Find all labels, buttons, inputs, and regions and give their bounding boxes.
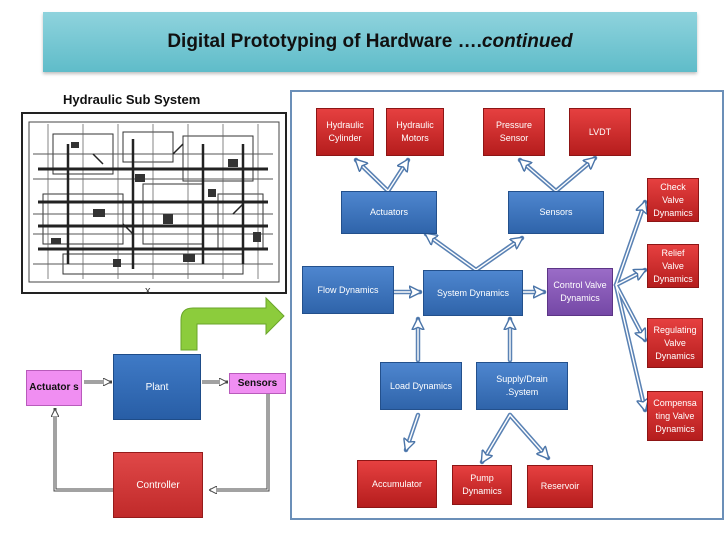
node-hydraulic-motors: Hydraulic Motors [386, 108, 444, 156]
section-subtitle: Hydraulic Sub System [63, 92, 201, 107]
node-accumulator: Accumulator [357, 460, 437, 508]
node-actuators: Actuators [341, 191, 437, 234]
node-flow-dynamics: Flow Dynamics [302, 266, 394, 314]
node-sensors: Sensors [508, 191, 604, 234]
node-regulating-valve-dynamics: Regulating Valve Dynamics [647, 318, 703, 368]
node-pressure-sensor: Pressure Sensor [483, 108, 545, 156]
block-sensors: Sensors [229, 373, 286, 394]
node-relief-valve-dynamics: Relief Valve Dynamics [647, 244, 699, 288]
green-arrow [180, 296, 285, 351]
node-pump-dynamics: Pump Dynamics [452, 465, 512, 505]
page-title: Digital Prototyping of Hardware ….contin… [167, 31, 572, 53]
title-main: Digital Prototyping of Hardware …. [167, 31, 482, 52]
node-hydraulic-cylinder: Hydraulic Cylinder [316, 108, 374, 156]
hydraulic-schematic-image [21, 112, 287, 294]
title-banner: Digital Prototyping of Hardware ….contin… [43, 12, 697, 72]
title-italic: continued [481, 31, 573, 52]
node-check-valve-dynamics: Check Valve Dynamics [647, 178, 699, 222]
block-actuator: Actuator s [26, 370, 82, 406]
node-control-valve-dynamics: Control Valve Dynamics [547, 268, 613, 316]
node-load-dynamics: Load Dynamics [380, 362, 462, 410]
node-lvdt: LVDT [569, 108, 631, 156]
node-reservoir: Reservoir [527, 465, 593, 508]
stray-mark: x [145, 285, 151, 297]
schematic-drawing [28, 121, 280, 283]
block-controller: Controller [113, 452, 203, 518]
node-supply-drain-system: Supply/Drain .System [476, 362, 568, 410]
block-plant: Plant [113, 354, 201, 420]
node-compensating-valve-dynamics: Compensa ting Valve Dynamics [647, 391, 703, 441]
node-system-dynamics: System Dynamics [423, 270, 523, 316]
